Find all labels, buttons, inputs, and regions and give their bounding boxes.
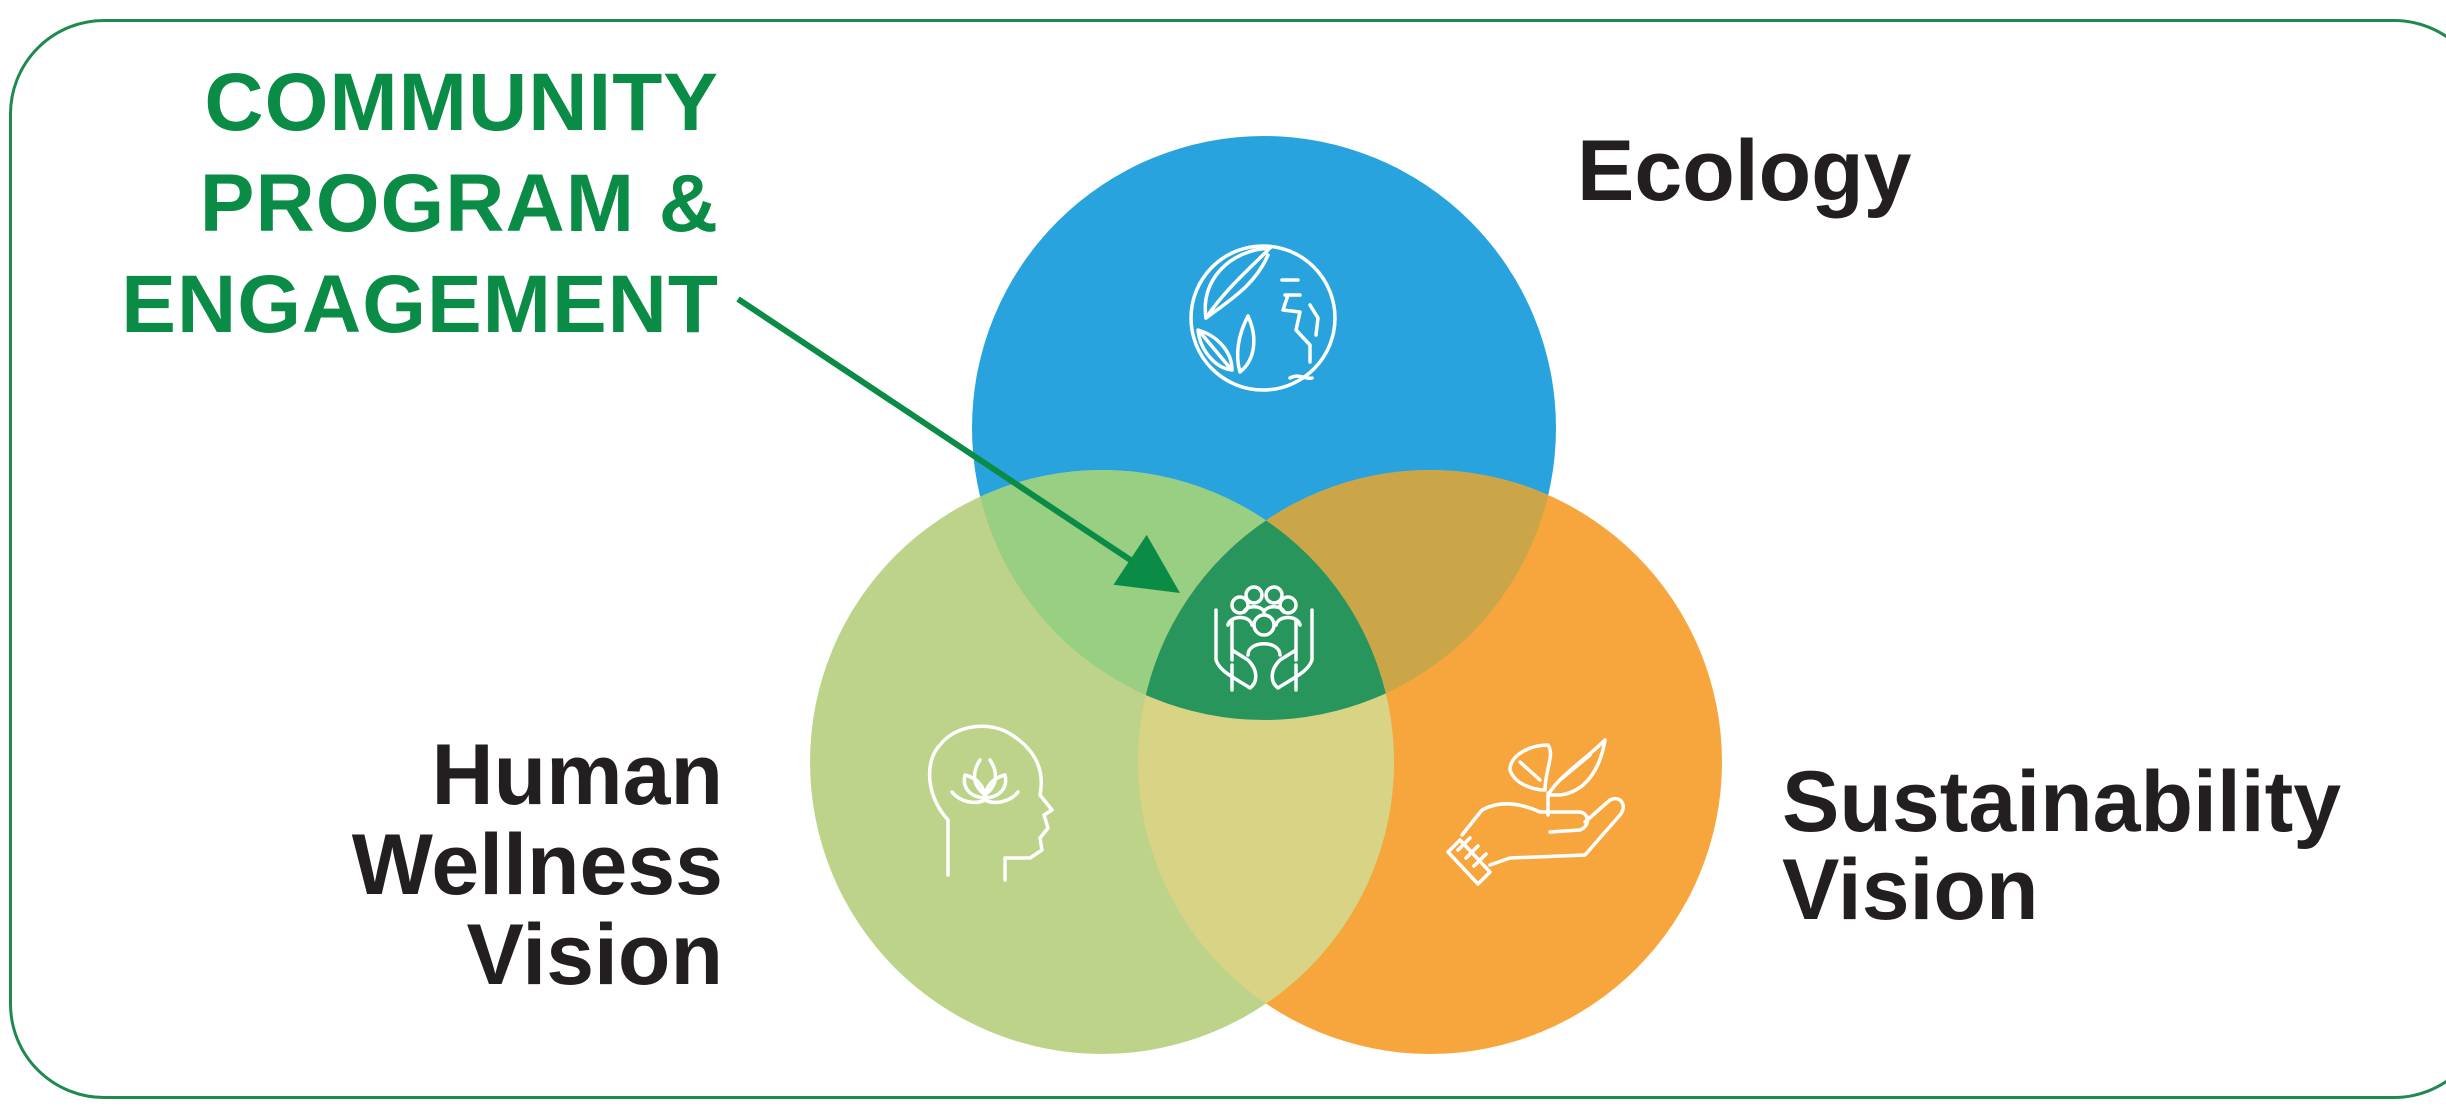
overlap-center <box>1138 470 1394 720</box>
human-wellness-label: Human Wellness Vision <box>352 730 723 1000</box>
ecology-label: Ecology <box>1577 123 1912 219</box>
hands-community-icon <box>1214 585 1314 692</box>
callout-line-3: ENGAGEMENT <box>121 259 719 350</box>
sustainability-label: Sustainability Vision <box>1782 758 2341 934</box>
head-lotus-icon <box>927 724 1054 882</box>
human-label-line-1: Human <box>431 727 723 823</box>
diagram-frame <box>9 19 2446 1099</box>
sustain-label-line-1: Sustainability <box>1782 754 2342 850</box>
sustain-label-line-2: Vision <box>1782 842 2039 938</box>
earth-leaves-icon <box>1189 244 1337 392</box>
callout-arrow <box>736 296 1180 593</box>
callout-line-2: PROGRAM & <box>199 158 719 249</box>
callout-title: COMMUNITY PROGRAM & ENGAGEMENT <box>121 52 719 355</box>
human-label-line-3: Vision <box>466 907 724 1003</box>
human-label-line-2: Wellness <box>351 817 723 913</box>
hand-sprout-icon <box>1446 738 1625 886</box>
callout-line-1: COMMUNITY <box>204 57 719 148</box>
